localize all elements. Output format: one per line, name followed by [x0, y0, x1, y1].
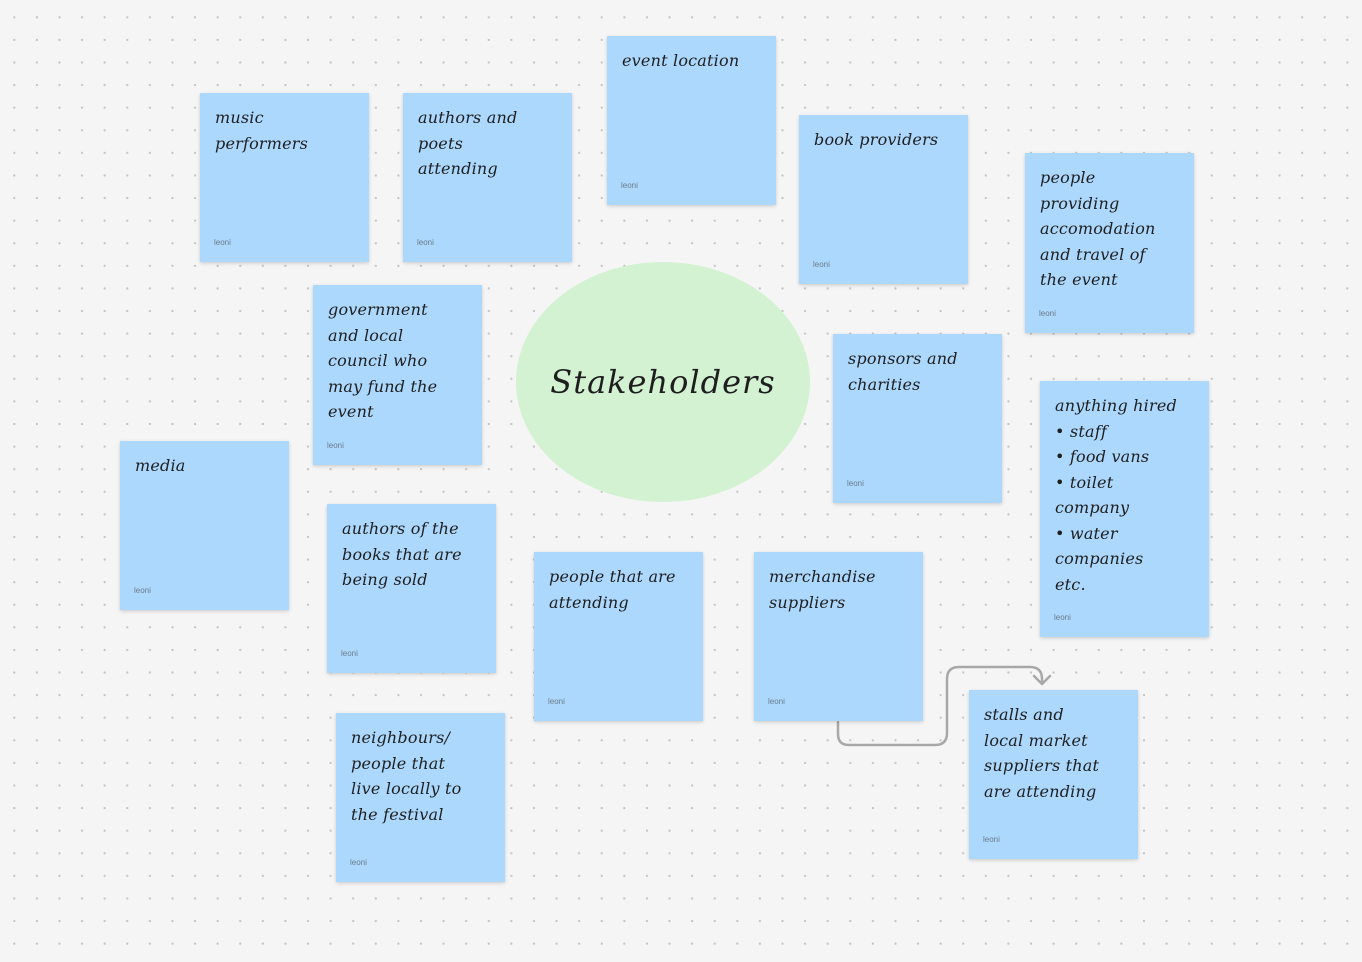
- sticky-text: people that are attending: [549, 567, 676, 612]
- sticky-text: book providers: [814, 130, 939, 149]
- stakeholders-ellipse[interactable]: Stakeholders: [516, 262, 810, 502]
- sticky-text: music performers: [215, 108, 309, 153]
- sticky-text: authors of the books that are being sold: [342, 519, 462, 589]
- sticky-text: stalls and local market suppliers that a…: [984, 705, 1100, 801]
- sticky-author: leoni: [341, 649, 358, 658]
- sticky-author: leoni: [417, 238, 434, 247]
- sticky-government-council[interactable]: government and local council who may fun…: [313, 285, 482, 465]
- sticky-text: authors and poets attending: [418, 108, 518, 178]
- sticky-author: leoni: [214, 238, 231, 247]
- sticky-anything-hired[interactable]: anything hired • staff • food vans • toi…: [1040, 381, 1209, 637]
- sticky-accomodation-travel[interactable]: people providing accomodation and travel…: [1025, 153, 1194, 333]
- sticky-author: leoni: [1054, 613, 1071, 622]
- sticky-text: event location: [622, 51, 740, 70]
- sticky-people-attending[interactable]: people that are attending leoni: [534, 552, 703, 721]
- sticky-music-performers[interactable]: music performers leoni: [200, 93, 369, 262]
- sticky-author: leoni: [813, 260, 830, 269]
- sticky-event-location[interactable]: event location leoni: [607, 36, 776, 205]
- sticky-author: leoni: [621, 181, 638, 190]
- sticky-merchandise-suppliers[interactable]: merchandise suppliers leoni: [754, 552, 923, 721]
- sticky-stalls-market[interactable]: stalls and local market suppliers that a…: [969, 690, 1138, 859]
- sticky-author: leoni: [983, 835, 1000, 844]
- sticky-author: leoni: [1039, 309, 1056, 318]
- sticky-author: leoni: [847, 479, 864, 488]
- sticky-text: government and local council who may fun…: [328, 300, 438, 421]
- sticky-neighbours[interactable]: neighbours/ people that live locally to …: [336, 713, 505, 882]
- sticky-authors-books-sold[interactable]: authors of the books that are being sold…: [327, 504, 496, 673]
- sticky-author: leoni: [134, 586, 151, 595]
- sticky-author: leoni: [768, 697, 785, 706]
- sticky-text: merchandise suppliers: [769, 567, 876, 612]
- sticky-sponsors-charities[interactable]: sponsors and charities leoni: [833, 334, 1002, 503]
- sticky-text: media: [135, 456, 186, 475]
- sticky-text: sponsors and charities: [848, 349, 958, 394]
- sticky-author: leoni: [350, 858, 367, 867]
- sticky-book-providers[interactable]: book providers leoni: [799, 115, 968, 284]
- sticky-authors-poets[interactable]: authors and poets attending leoni: [403, 93, 572, 262]
- sticky-text: people providing accomodation and travel…: [1040, 168, 1156, 289]
- sticky-text: neighbours/ people that live locally to …: [351, 728, 462, 824]
- sticky-text: anything hired • staff • food vans • toi…: [1055, 396, 1177, 594]
- sticky-author: leoni: [327, 441, 344, 450]
- sticky-media[interactable]: media leoni: [120, 441, 289, 610]
- sticky-author: leoni: [548, 697, 565, 706]
- ellipse-label: Stakeholders: [550, 363, 776, 401]
